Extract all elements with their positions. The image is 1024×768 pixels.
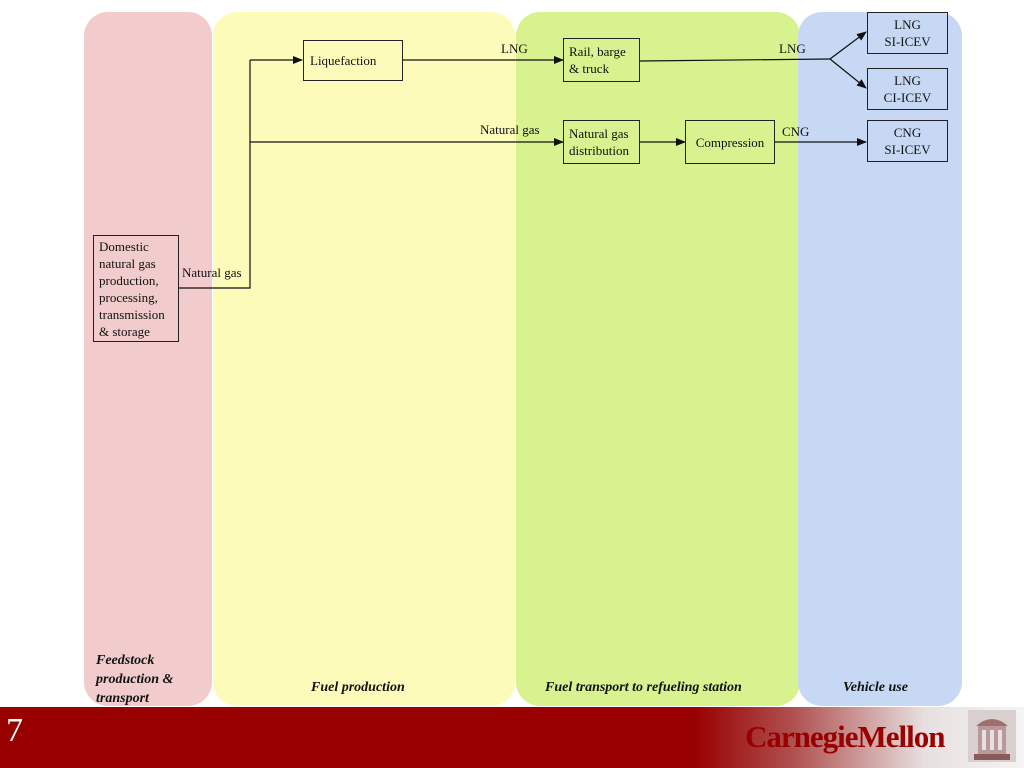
arrow-to-lng-ci — [829, 58, 867, 89]
box-cng-si-icev: CNG SI-ICEV — [867, 120, 948, 162]
box-compression-label: Compression — [695, 135, 765, 150]
box-rail-barge-truck: Rail, barge & truck — [563, 38, 640, 82]
flow-label-lng-1: LNG — [501, 41, 528, 56]
flow-label-lng-2: LNG — [779, 41, 806, 56]
line-lng-to-split — [639, 58, 831, 62]
box-lng-si-line1: LNG — [894, 17, 921, 32]
box-rail-line1: Rail, barge — [569, 44, 626, 59]
box-domestic-line4: processing, — [99, 290, 158, 305]
box-lng-ci-icev: LNG CI-ICEV — [867, 68, 948, 110]
box-domestic-line2: natural gas — [99, 256, 156, 271]
carnegie-mellon-logo: CarnegieMellon — [745, 719, 946, 754]
box-cng-si-line2: SI-ICEV — [884, 142, 931, 157]
box-rail-line2: & truck — [569, 61, 610, 76]
box-domestic-line3: production, — [99, 273, 159, 288]
box-ngd-line2: distribution — [569, 143, 629, 158]
lane-label-fuel-transport: Fuel transport to refueling station — [545, 680, 742, 695]
box-liquefaction-label: Liquefaction — [310, 53, 377, 68]
university-building-icon — [968, 710, 1016, 762]
flow-label-cng: CNG — [782, 124, 810, 139]
lane-vehicle-use — [798, 12, 962, 706]
box-lng-ci-line1: LNG — [894, 73, 921, 88]
box-domestic-line5: transmission — [99, 307, 165, 322]
box-lng-si-line2: SI-ICEV — [884, 34, 931, 49]
lane-fuel-production — [213, 12, 515, 706]
line-natural-gas-trunk — [179, 60, 251, 289]
box-domestic-line6: & storage — [99, 324, 150, 339]
flow-label-natural-gas-out: Natural gas — [182, 265, 242, 280]
lane-feedstock — [84, 12, 212, 706]
arrow-to-lng-si — [829, 31, 867, 60]
flow-label-natural-gas-2: Natural gas — [480, 122, 540, 137]
box-natural-gas-distribution: Natural gas distribution — [563, 120, 640, 164]
box-lng-ci-line2: CI-ICEV — [883, 90, 932, 105]
box-domestic-line1: Domestic — [99, 239, 149, 254]
lane-label-fuel-production: Fuel production — [311, 680, 405, 695]
box-compression: Compression — [685, 120, 775, 164]
slide-number: 7 — [6, 712, 23, 749]
lane-label-vehicle-use: Vehicle use — [843, 680, 908, 695]
lane-label-feedstock: Feedstock production & transport — [96, 653, 174, 706]
box-domestic-production: Domestic natural gas production, process… — [93, 235, 179, 342]
box-lng-si-icev: LNG SI-ICEV — [867, 12, 948, 54]
box-ngd-line1: Natural gas — [569, 126, 629, 141]
box-cng-si-line1: CNG — [893, 125, 922, 140]
box-liquefaction: Liquefaction — [303, 40, 403, 81]
